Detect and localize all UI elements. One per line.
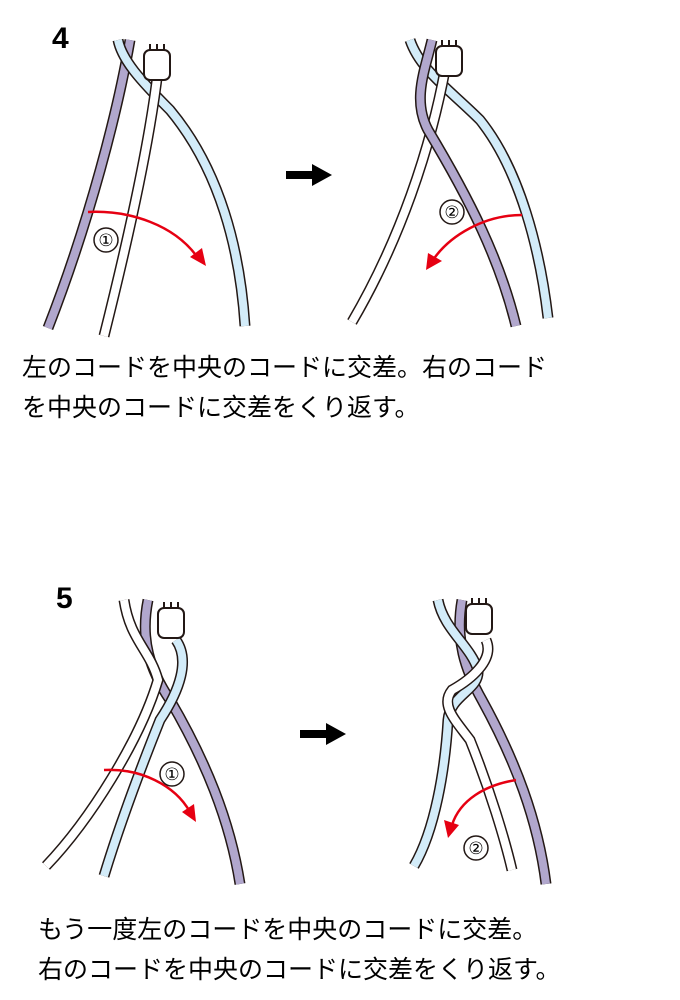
marker-2-circle	[439, 199, 465, 225]
step-5-number: 5	[56, 582, 73, 615]
cord-clip	[143, 44, 171, 81]
step-4-number: 4	[52, 22, 69, 55]
step-4-transition-arrow	[286, 164, 332, 186]
marker-2-label: ②	[444, 203, 459, 223]
marker-1-label: ①	[98, 231, 113, 251]
step-4-caption-line-1: 左のコードを中央のコードに交差。右のコード	[22, 353, 548, 382]
marker-1-circle	[159, 761, 185, 787]
step-4-figure-after: ②	[347, 38, 554, 328]
step-4-illustration: ① ②	[42, 38, 554, 338]
marker-2-circle	[463, 835, 489, 861]
step-4-caption-line-2: を中央のコードに交差をくり返す。	[22, 393, 420, 422]
step-5-caption: もう一度左のコードを中央のコードに交差。 右のコードを中央のコードに交差をくり返…	[38, 910, 561, 990]
marker-1-circle	[93, 227, 119, 253]
step-5-figure-before: ①	[42, 598, 246, 885]
step-5-illustration: ① ②	[42, 598, 552, 885]
red-arrow-2	[431, 213, 523, 261]
step-5-caption-line-2: 右のコードを中央のコードに交差をくり返す。	[38, 955, 561, 984]
red-arrow-1	[103, 768, 192, 813]
marker-1-label: ①	[164, 765, 179, 785]
marker-2-label: ②	[468, 839, 483, 859]
red-arrow-1	[87, 210, 200, 259]
step-5-transition-arrow	[300, 723, 346, 745]
step-4-figure-before: ①	[42, 38, 251, 338]
step-4-caption: 左のコードを中央のコードに交差。右のコード を中央のコードに交差をくり返す。	[22, 348, 547, 428]
step-5-figure-after: ②	[409, 598, 552, 885]
red-arrow-2	[450, 778, 517, 826]
step-5-caption-line-1: もう一度左のコードを中央のコードに交差。	[38, 915, 538, 944]
